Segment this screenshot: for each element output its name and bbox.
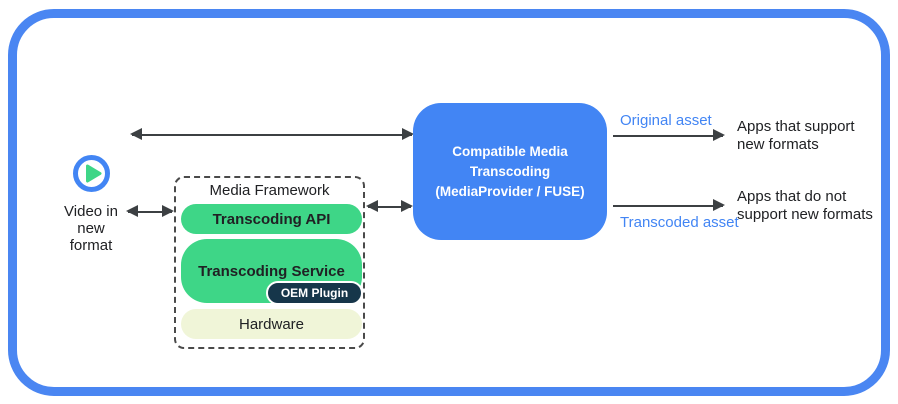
transcoding-api-box: Transcoding API	[181, 204, 362, 234]
video-source-label: Video in new format	[64, 203, 118, 254]
hardware-box: Hardware	[181, 309, 362, 339]
arrow-source-to-framework	[126, 205, 174, 217]
arrow-original-asset	[613, 129, 725, 141]
apps-support-label: Apps that support new formats	[737, 118, 855, 153]
apps-no-support-label: Apps that do not support new formats	[737, 188, 873, 223]
original-asset-label: Original asset	[620, 112, 712, 129]
arrow-source-to-transcoder	[130, 128, 414, 140]
arrow-framework-to-transcoder	[366, 200, 413, 212]
arrow-transcoded-asset	[613, 199, 725, 211]
diagram-border	[8, 9, 890, 396]
media-framework-box	[174, 176, 365, 349]
transcoded-asset-label: Transcoded asset	[620, 214, 739, 231]
oem-plugin-badge: OEM Plugin	[266, 281, 363, 305]
play-icon	[72, 154, 111, 193]
media-framework-title: Media Framework	[209, 182, 330, 199]
compatible-media-transcoding-box: Compatible Media Transcoding (MediaProvi…	[413, 103, 607, 240]
